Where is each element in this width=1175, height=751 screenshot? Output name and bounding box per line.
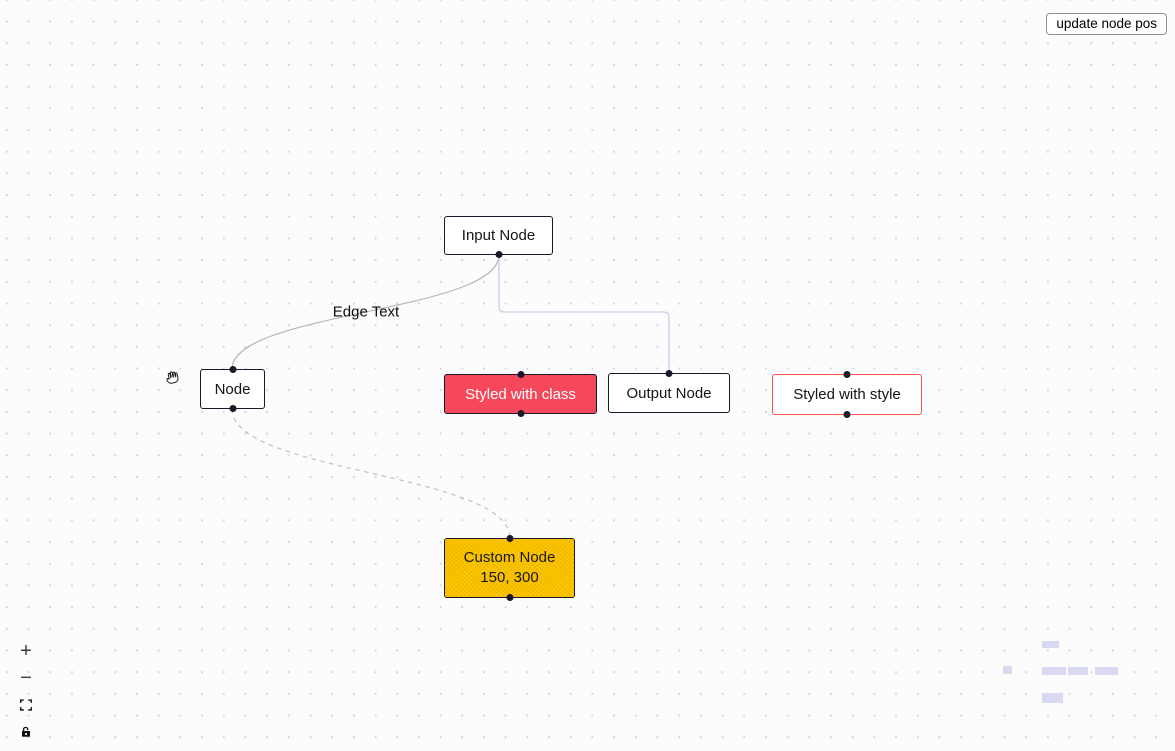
- flow-controls: + −: [18, 640, 34, 740]
- grab-cursor-icon: [166, 371, 179, 384]
- lock-icon: [21, 726, 31, 737]
- minimap-node-output: [1068, 667, 1088, 675]
- update-node-pos-button[interactable]: update node pos: [1046, 13, 1167, 35]
- edge-label: Edge Text: [332, 303, 400, 321]
- minimap-node-styled-class: [1042, 667, 1066, 675]
- minimap-node-custom: [1042, 693, 1063, 703]
- node-styled-with-style-label: Styled with style: [793, 386, 901, 403]
- source-handle[interactable]: [843, 411, 851, 418]
- minimap-node-input: [1042, 641, 1059, 648]
- node-styled-with-class-label: Styled with class: [465, 385, 576, 403]
- target-handle[interactable]: [229, 366, 236, 373]
- target-handle[interactable]: [843, 371, 851, 378]
- node-custom-position: 150, 300: [480, 569, 539, 586]
- fit-view-icon: [19, 699, 33, 711]
- target-handle[interactable]: [517, 371, 524, 378]
- target-handle[interactable]: [665, 370, 673, 377]
- edge-input-to-node[interactable]: [231, 254, 500, 370]
- node-input[interactable]: Input Node: [444, 216, 553, 258]
- source-handle[interactable]: [517, 410, 524, 417]
- source-handle[interactable]: [495, 251, 502, 258]
- fit-view-button[interactable]: [18, 697, 34, 713]
- node-styled-with-style[interactable]: Styled with style: [772, 371, 922, 418]
- minus-icon: −: [20, 667, 32, 689]
- node-output[interactable]: Output Node: [608, 370, 730, 413]
- plus-icon: +: [20, 640, 32, 662]
- zoom-out-button[interactable]: −: [18, 667, 34, 689]
- node-default[interactable]: Node: [200, 366, 265, 412]
- node-input-label: Input Node: [461, 227, 536, 244]
- minimap-node-styled-style: [1095, 667, 1118, 675]
- node-custom[interactable]: Custom Node 150, 300: [444, 535, 575, 601]
- lock-button[interactable]: [18, 724, 34, 740]
- node-default-label: Node: [214, 380, 251, 398]
- node-custom-label: Custom Node: [463, 549, 556, 566]
- edge-input-to-output[interactable]: [498, 255, 670, 373]
- node-styled-with-class[interactable]: Styled with class: [444, 371, 597, 417]
- source-handle[interactable]: [229, 405, 236, 412]
- target-handle[interactable]: [506, 535, 513, 542]
- minimap[interactable]: [985, 625, 1175, 745]
- source-handle[interactable]: [506, 594, 513, 601]
- node-output-label: Output Node: [626, 384, 712, 402]
- edge-node-to-custom[interactable]: [231, 408, 511, 539]
- minimap-node-default: [1003, 666, 1012, 674]
- zoom-in-button[interactable]: +: [18, 640, 34, 662]
